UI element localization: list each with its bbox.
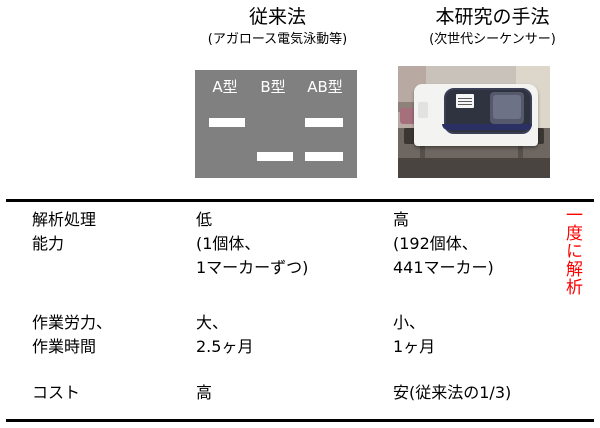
- table-row-3-conventional: 高: [196, 383, 213, 402]
- table-row-3-label: コスト: [32, 383, 81, 402]
- table-row-2-conventional: 大、 2.5ヶ月: [196, 313, 254, 356]
- proposed-title: 本研究の手法: [435, 6, 550, 28]
- photo-instrument-accent-stripe: [442, 124, 532, 130]
- gel-band-a-upper: [209, 118, 245, 127]
- photo-shelf: [398, 102, 428, 112]
- gel-lane-label-a: A型: [212, 78, 238, 96]
- gel-band-b-lower: [257, 152, 293, 161]
- table-row-1-label: 解析処理 能力: [32, 210, 97, 253]
- gel-band-ab-upper: [305, 118, 343, 127]
- photo-label-line-3: [458, 104, 472, 105]
- conventional-title: 従来法: [248, 6, 306, 28]
- column-header-conventional: 従来法 (アガロース電気泳動等): [170, 4, 385, 50]
- gel-electrophoresis-figure: A型 B型 AB型: [195, 70, 357, 178]
- photo-label-line-1: [458, 98, 472, 99]
- table-top-rule: [6, 199, 594, 202]
- table-row-2-proposed: 小、 1ヶ月: [393, 313, 436, 356]
- proposed-subtitle: (次世代シーケンサー): [429, 32, 556, 47]
- column-header-proposed: 本研究の手法 (次世代シーケンサー): [385, 4, 600, 50]
- photo-pink-object: [400, 108, 416, 124]
- conventional-subtitle: (アガロース電気泳動等): [207, 32, 348, 47]
- photo-label-line-2: [458, 101, 472, 102]
- sequencer-photo: [398, 66, 550, 178]
- gel-lane-label-b: B型: [260, 78, 286, 96]
- photo-instrument-screen: [493, 95, 521, 119]
- photo-instrument-side-button: [418, 102, 428, 118]
- table-row-3-proposed: 安(従来法の1/3): [393, 383, 512, 402]
- red-vertical-annotation: 一度に解析: [562, 206, 582, 296]
- table-row-1-conventional: 低 (1個体、 1マーカーずつ): [196, 210, 309, 277]
- photo-desk-leg-left: [420, 140, 425, 174]
- photo-desk-front: [398, 158, 550, 178]
- table-row-1-proposed: 高 (192個体、 441マーカー): [393, 210, 494, 277]
- table-bottom-rule: [6, 419, 594, 422]
- gel-lane-label-row: A型 B型 AB型: [195, 76, 357, 100]
- photo-desk-leg-right: [518, 140, 523, 174]
- gel-lane-label-ab: AB型: [307, 78, 343, 96]
- gel-band-ab-lower: [305, 152, 343, 161]
- table-row-2-label: 作業労力、 作業時間: [32, 313, 113, 356]
- comparison-header: 従来法 (アガロース電気泳動等) 本研究の手法 (次世代シーケンサー): [0, 0, 600, 62]
